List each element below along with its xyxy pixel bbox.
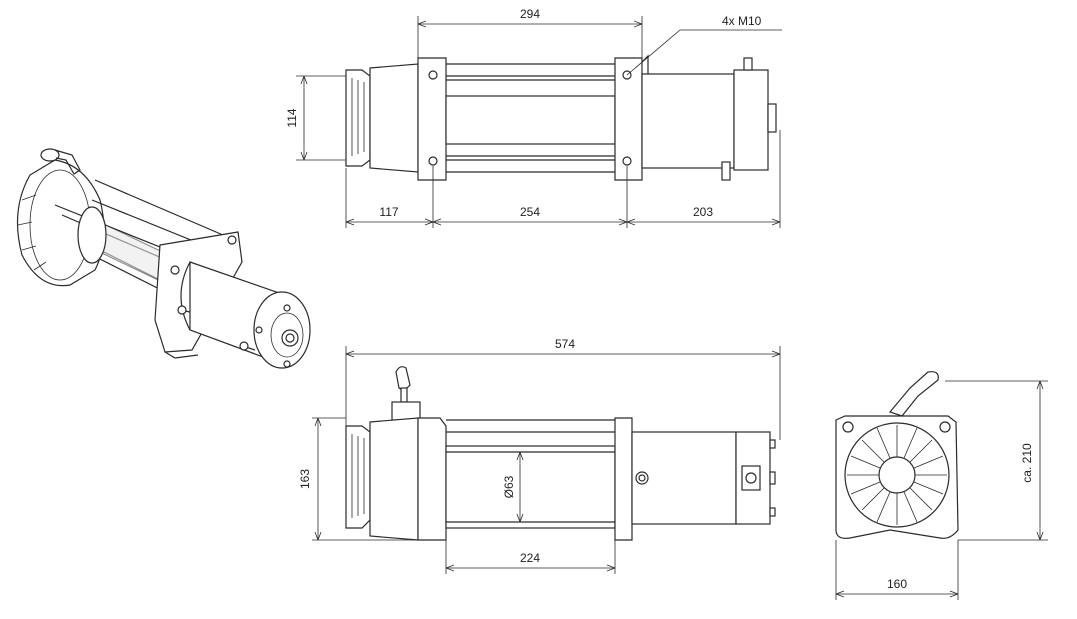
- dim-label-574: 574: [555, 337, 575, 351]
- front-view: [345, 366, 776, 541]
- dim-label-ca-210: ca. 210: [1020, 443, 1034, 483]
- dim-label-254: 254: [520, 205, 540, 219]
- dim-label-163: 163: [298, 469, 312, 489]
- dim-label-160: 160: [887, 577, 907, 591]
- dim-label-224: 224: [520, 551, 540, 565]
- bolt-note-label: 4x M10: [722, 14, 762, 28]
- top-view-dimensions: [296, 16, 782, 228]
- dim-label-203: 203: [693, 205, 713, 219]
- dim-label-drum-diameter: Ø63: [502, 475, 516, 498]
- dim-label-114: 114: [285, 108, 299, 127]
- side-view: [835, 371, 959, 539]
- side-view-dimensions: [835, 380, 1048, 600]
- dim-label-294: 294: [520, 7, 540, 21]
- isometric-winch-view: [16, 148, 311, 369]
- dim-label-117: 117: [379, 205, 398, 219]
- top-view: [345, 54, 777, 181]
- front-view-dimensions: [312, 346, 781, 574]
